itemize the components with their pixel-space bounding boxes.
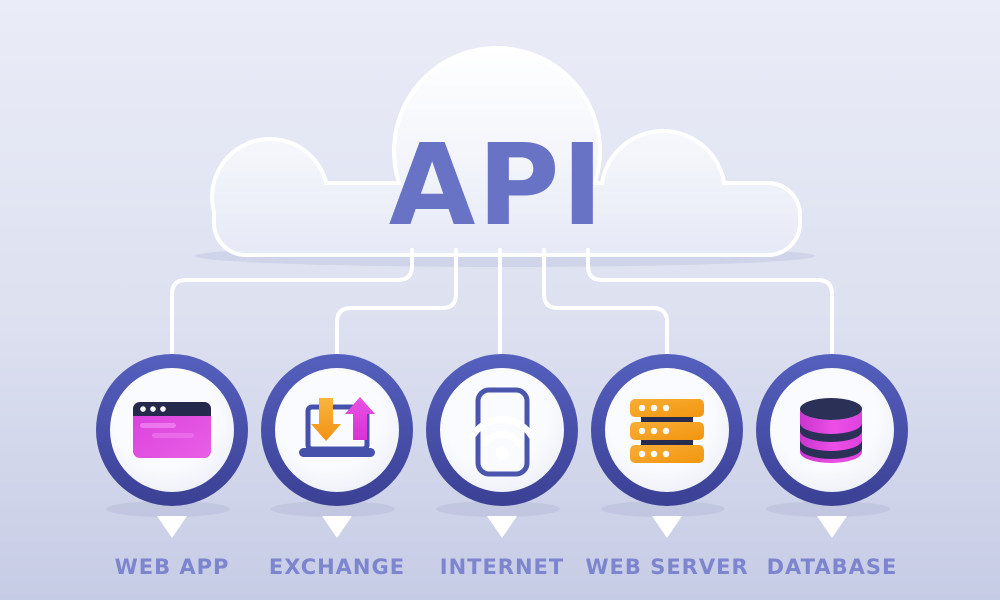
browser-window-icon — [133, 402, 211, 458]
node-web-app — [96, 354, 248, 506]
wifi-waves-icon — [468, 416, 536, 447]
pointer-triangle-internet — [487, 516, 517, 538]
download-arrow-icon — [311, 398, 341, 441]
connector-lines — [170, 248, 834, 356]
node-inner-circle — [440, 368, 564, 492]
node-ring — [756, 354, 908, 506]
node-web-server — [591, 354, 743, 506]
pointer-triangle-database — [817, 516, 847, 538]
pointer-triangle-web-server — [652, 516, 682, 538]
node-ring — [261, 354, 413, 506]
label-exchange: EXCHANGE — [269, 555, 405, 579]
node-ring — [591, 354, 743, 506]
node-database — [756, 354, 908, 506]
node-inner-circle — [275, 368, 399, 492]
node-exchange — [261, 354, 413, 506]
label-web-server: WEB SERVER — [585, 555, 748, 579]
connector-web-app — [170, 248, 414, 356]
api-title: API — [389, 121, 605, 251]
node-ring — [96, 354, 248, 506]
connector-database — [586, 248, 834, 356]
node-labels: WEB APP EXCHANGE INTERNET WEB SERVER DAT… — [115, 555, 898, 579]
node-internet — [426, 354, 578, 506]
connector-exchange — [335, 248, 458, 356]
node-shadows — [106, 501, 890, 517]
label-internet: INTERNET — [440, 555, 564, 579]
pointer-triangles — [157, 516, 847, 538]
cloud-shape — [210, 46, 802, 257]
node-ring — [426, 354, 578, 506]
phone-wifi-icon — [468, 387, 536, 477]
wifi-dot — [495, 446, 509, 460]
pointer-triangle-exchange — [322, 516, 352, 538]
upload-arrow-icon — [345, 397, 375, 440]
laptop-transfer-icon — [299, 397, 375, 457]
connector-web-server — [542, 248, 669, 356]
label-web-app: WEB APP — [115, 555, 230, 579]
label-database: DATABASE — [767, 555, 898, 579]
server-stack-icon — [630, 399, 704, 463]
database-cylinder-icon — [800, 398, 862, 463]
pointer-triangle-web-app — [157, 516, 187, 538]
